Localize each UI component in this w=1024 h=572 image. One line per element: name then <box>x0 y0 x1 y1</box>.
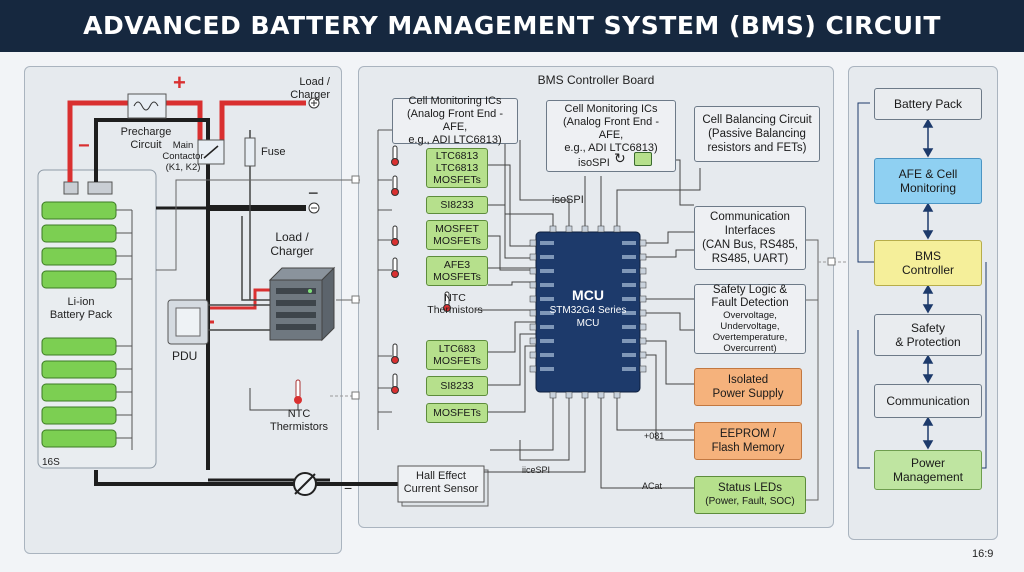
aspect-ratio-label: 16:9 <box>972 548 994 560</box>
status-leds: Status LEDs(Power, Fault, SOC) <box>694 476 806 514</box>
ic-thermometer-icons <box>391 145 451 394</box>
cell-tap-wires <box>116 209 133 450</box>
label-081: +081 <box>644 431 665 441</box>
fuse-symbol <box>244 137 256 167</box>
load-charger-top-label: Load /Charger <box>290 76 330 101</box>
isospi-inner-label: isoSPI <box>578 157 610 169</box>
mcu-chip <box>529 225 647 399</box>
label-isospi-bottom: iiceSPI <box>522 465 551 475</box>
chip-icon <box>634 152 652 166</box>
flow-communication: Communication <box>874 384 982 418</box>
ic-column-bus <box>377 130 392 430</box>
flow-arrows <box>922 118 934 450</box>
pdu-label: PDU <box>172 349 198 363</box>
ic-mosfets: MOSFETs <box>426 403 488 423</box>
hall-sensor-box <box>397 465 485 503</box>
isospi-refresh-icon: ↻ <box>614 150 626 166</box>
ic-to-mcu-lines <box>476 164 536 413</box>
ntc-thermistor-symbol <box>294 379 302 404</box>
plus-sign: + <box>173 70 186 95</box>
mcu-top-lines <box>504 140 701 226</box>
bms-board-title: BMS Controller Board <box>537 73 655 87</box>
battery-negative-terminal <box>87 181 113 195</box>
charger-feed <box>208 304 270 331</box>
precharge-resistor <box>127 93 167 119</box>
battery-positive-terminal <box>63 181 79 195</box>
minus-sign: − <box>78 135 90 157</box>
eeprom-flash-memory: EEPROM /Flash Memory <box>694 422 802 460</box>
fuse-label: Fuse <box>261 146 286 158</box>
isospi-label: isoSPI <box>552 194 584 206</box>
series-count-label: 16S <box>42 457 60 468</box>
flow-safety-protection: Safety& Protection <box>874 314 982 356</box>
positive-wire-to-pdu <box>208 288 270 310</box>
cell-monitoring-ics-1: Cell Monitoring ICs(Analog Front End - A… <box>392 95 518 146</box>
ic-si8233-1: SI8233 <box>426 196 488 214</box>
battery-cells <box>41 201 117 448</box>
cell-balancing-circuit: Cell Balancing Circuit(Passive Balancing… <box>694 106 820 162</box>
load-charger-label: Load /Charger <box>270 230 314 258</box>
mcu-right-lines <box>484 231 694 489</box>
mcu-label: MCU STM32G4 Series MCU <box>549 287 627 329</box>
cell-monitoring-ics-2: Cell Monitoring ICs(Analog Front End - A… <box>546 100 676 172</box>
title-bar: ADVANCED BATTERY MANAGEMENT SYSTEM (BMS)… <box>0 0 1024 92</box>
label-acat: ACat <box>642 481 663 491</box>
ic-si8233-2: SI8233 <box>426 376 488 396</box>
flow-battery-pack: Battery Pack <box>874 88 982 120</box>
bottom-minus-sign: − <box>344 480 353 496</box>
load-negative-minus: − <box>308 183 319 203</box>
charger-unit <box>268 266 336 342</box>
positive-wire <box>67 100 306 182</box>
